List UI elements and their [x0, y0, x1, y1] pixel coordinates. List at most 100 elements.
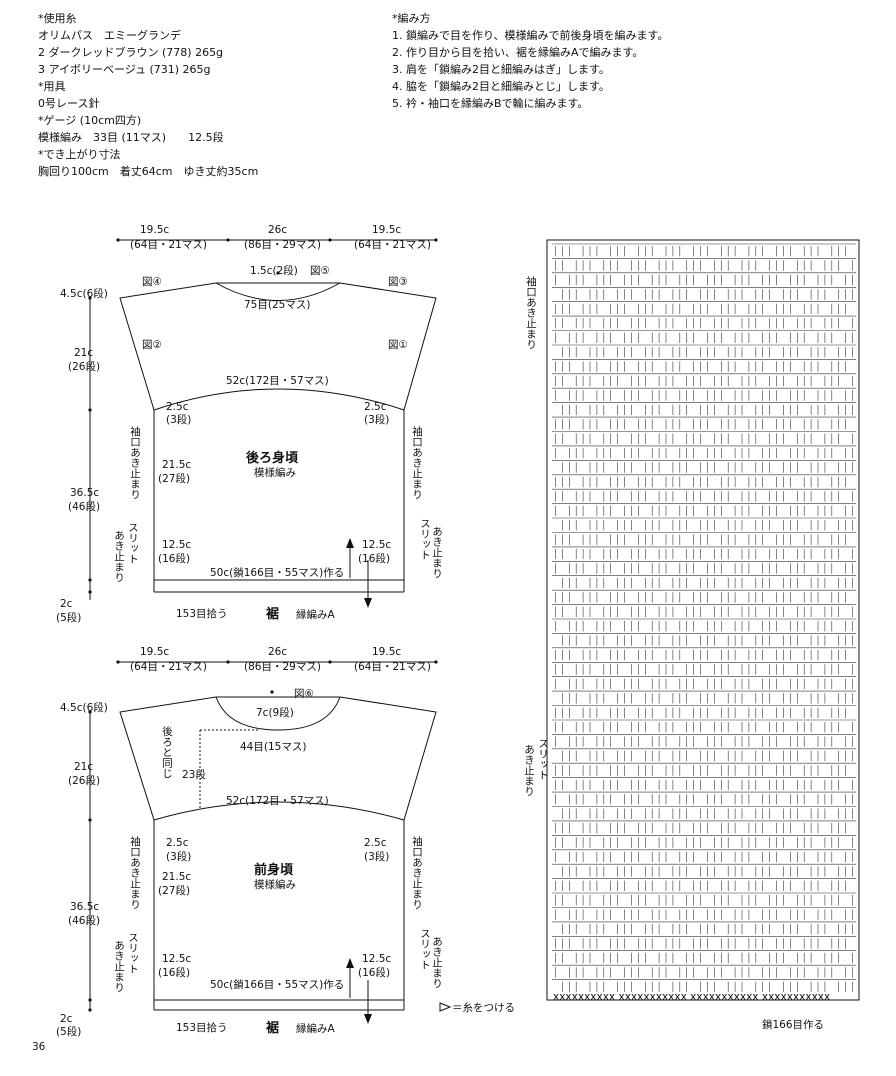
step-4: 4. 脇を「鎖編み2目と細編みとじ」します。 [392, 80, 610, 93]
front-same-as-back: 後ろと同じ [161, 726, 173, 779]
front-pickup: 153目拾う [176, 1021, 228, 1034]
yarn-color-3: 3 アイボリーベージュ (731) 265g [38, 63, 211, 76]
hook: 0号レース針 [38, 97, 100, 110]
front-shoulder-h: 4.5c(6段) [60, 701, 108, 714]
front-slit-r: 12.5c [362, 953, 391, 965]
front-armhole-r-rows: (3段) [364, 850, 389, 863]
front-neck-depth: 7c(9段) [256, 706, 294, 719]
back-dim-left: 19.5c [140, 224, 169, 236]
back-edge: 縁編みA [296, 608, 335, 621]
back-dim-center-count: (86目・29マス) [244, 239, 321, 251]
front-lower-h: 36.5c [70, 901, 99, 913]
instructions-header: *編み方 [392, 12, 431, 25]
front-dim-right-count: (64目・21マス) [354, 661, 431, 673]
yarn-header: *使用糸 [38, 12, 77, 25]
chart-sleeve-label: 袖口あき止まり [525, 276, 537, 350]
back-slit-label-r: スリット [419, 518, 431, 560]
stitch-chart-frame [546, 239, 860, 1001]
back-body-outline [119, 282, 437, 581]
page-number: 36 [32, 1041, 46, 1053]
back-hem: 裾 [266, 606, 279, 622]
back-width-arc [153, 388, 405, 411]
gauge: 模様編み 33目 (11マス) 12.5段 [38, 131, 224, 144]
front-side-mid-rows: (27段) [158, 884, 190, 897]
chart-slit-label: スリット [537, 738, 549, 780]
front-dim-center: 26c [268, 646, 287, 658]
back-slit-l-rows: (16段) [158, 552, 190, 565]
back-upper-h: 21c [74, 347, 93, 359]
back-hem-h: 2c [60, 598, 73, 610]
chart-start-marks: xxxxxxxxxx xxxxxxxxxxx xxxxxxxxxxx xxxxx… [553, 991, 830, 1003]
step-1: 1. 鎖編みで目を作り、模様編みで前後身頃を編みます。 [392, 29, 669, 42]
back-sleeve-label-r: 袖口あき止まり [411, 426, 423, 500]
back-upper-rows: (26段) [68, 360, 100, 373]
yarn-color-2: 2 ダークレッドブラウン (778) 265g [38, 46, 224, 59]
back-title: 後ろ身頃 [246, 450, 299, 466]
back-armhole-r: 2.5c [364, 401, 387, 413]
front-rows23: 23段 [182, 768, 206, 781]
back-fig2: 図② [142, 339, 162, 351]
gauge-header: *ゲージ (10cm四方) [38, 114, 142, 127]
back-slit-r: 12.5c [362, 539, 391, 551]
back-slit-label2-r: あき止まり [431, 526, 443, 579]
front-slit-label2-l: あき止まり [113, 940, 125, 993]
back-neck-curve [215, 282, 341, 301]
tools-header: *用具 [38, 80, 66, 93]
front-armhole-l: 2.5c [166, 837, 189, 849]
yarn-brand: オリムパス エミーグランデ [38, 29, 181, 42]
back-neck-width: 75目(25マス) [244, 299, 310, 311]
back-neck-depth: 1.5c(2段) [250, 264, 298, 277]
front-dim-left: 19.5c [140, 646, 169, 658]
chart-slit-label2: あき止まり [523, 744, 535, 797]
back-slit-l: 12.5c [162, 539, 191, 551]
front-slit-l-rows: (16段) [158, 966, 190, 979]
back-armhole-r-rows: (3段) [364, 413, 389, 426]
back-fig1: 図① [388, 339, 408, 351]
back-armhole-l-rows: (3段) [166, 413, 191, 426]
front-slit-label2-r: あき止まり [431, 936, 443, 989]
front-width-arc [153, 801, 405, 821]
front-upper-rows: (26段) [68, 774, 100, 787]
front-slit-l: 12.5c [162, 953, 191, 965]
back-shoulder-h: 4.5c(6段) [60, 287, 108, 300]
back-chain: 50c(鎖166目・55マス)作る [210, 566, 344, 579]
instructions-block: *編み方 1. 鎖編みで目を作り、模様編みで前後身頃を編みます。 2. 作り目か… [392, 10, 668, 112]
front-dim-left-count: (64目・21マス) [130, 661, 207, 673]
front-neck-curve [215, 696, 341, 731]
back-hem-rows: (5段) [56, 611, 81, 624]
legend-text: ＝糸をつける [452, 1002, 515, 1014]
back-sleeve-label-l: 袖口あき止まり [129, 426, 141, 500]
back-slit-label2-l: あき止まり [113, 530, 125, 583]
back-slit-r-rows: (16段) [358, 552, 390, 565]
front-armhole-l-rows: (3段) [166, 850, 191, 863]
front-slit-label-l: スリット [127, 932, 139, 974]
back-lower-h: 36.5c [70, 487, 99, 499]
back-slit-label-l: スリット [127, 522, 139, 564]
back-fig4: 図④ [142, 276, 162, 288]
back-side-mid: 21.5c [162, 459, 191, 471]
front-edge: 縁編みA [296, 1022, 335, 1035]
back-fig5: 図⑤ [310, 265, 330, 277]
step-5: 5. 衿・袖口を縁編みBで輪に編みます。 [392, 97, 589, 110]
front-armhole-r: 2.5c [364, 837, 387, 849]
back-lower-rows: (46段) [68, 500, 100, 513]
back-dim-center: 26c [268, 224, 287, 236]
back-pickup: 153目拾う [176, 607, 228, 620]
front-sleeve-label-r: 袖口あき止まり [411, 836, 423, 910]
back-side-mid-rows: (27段) [158, 472, 190, 485]
front-pattern: 模様編み [254, 878, 296, 891]
back-dim-left-count: (64目・21マス) [130, 239, 207, 251]
front-hem-h: 2c [60, 1013, 73, 1025]
front-upper-h: 21c [74, 761, 93, 773]
front-sleeve-label-l: 袖口あき止まり [129, 836, 141, 910]
back-dim-right-count: (64目・21マス) [354, 239, 431, 251]
front-width: 52c(172目・57マス) [226, 795, 329, 807]
yarn-join-icon [439, 1002, 452, 1012]
front-chain: 50c(鎖166目・55マス)作る [210, 978, 344, 991]
front-hem: 裾 [266, 1020, 279, 1036]
front-side-mid: 21.5c [162, 871, 191, 883]
front-slit-label-r: スリット [419, 928, 431, 970]
step-2: 2. 作り目から目を拾い、裾を縁編みAで編みます。 [392, 46, 644, 59]
back-dim-right: 19.5c [372, 224, 401, 236]
